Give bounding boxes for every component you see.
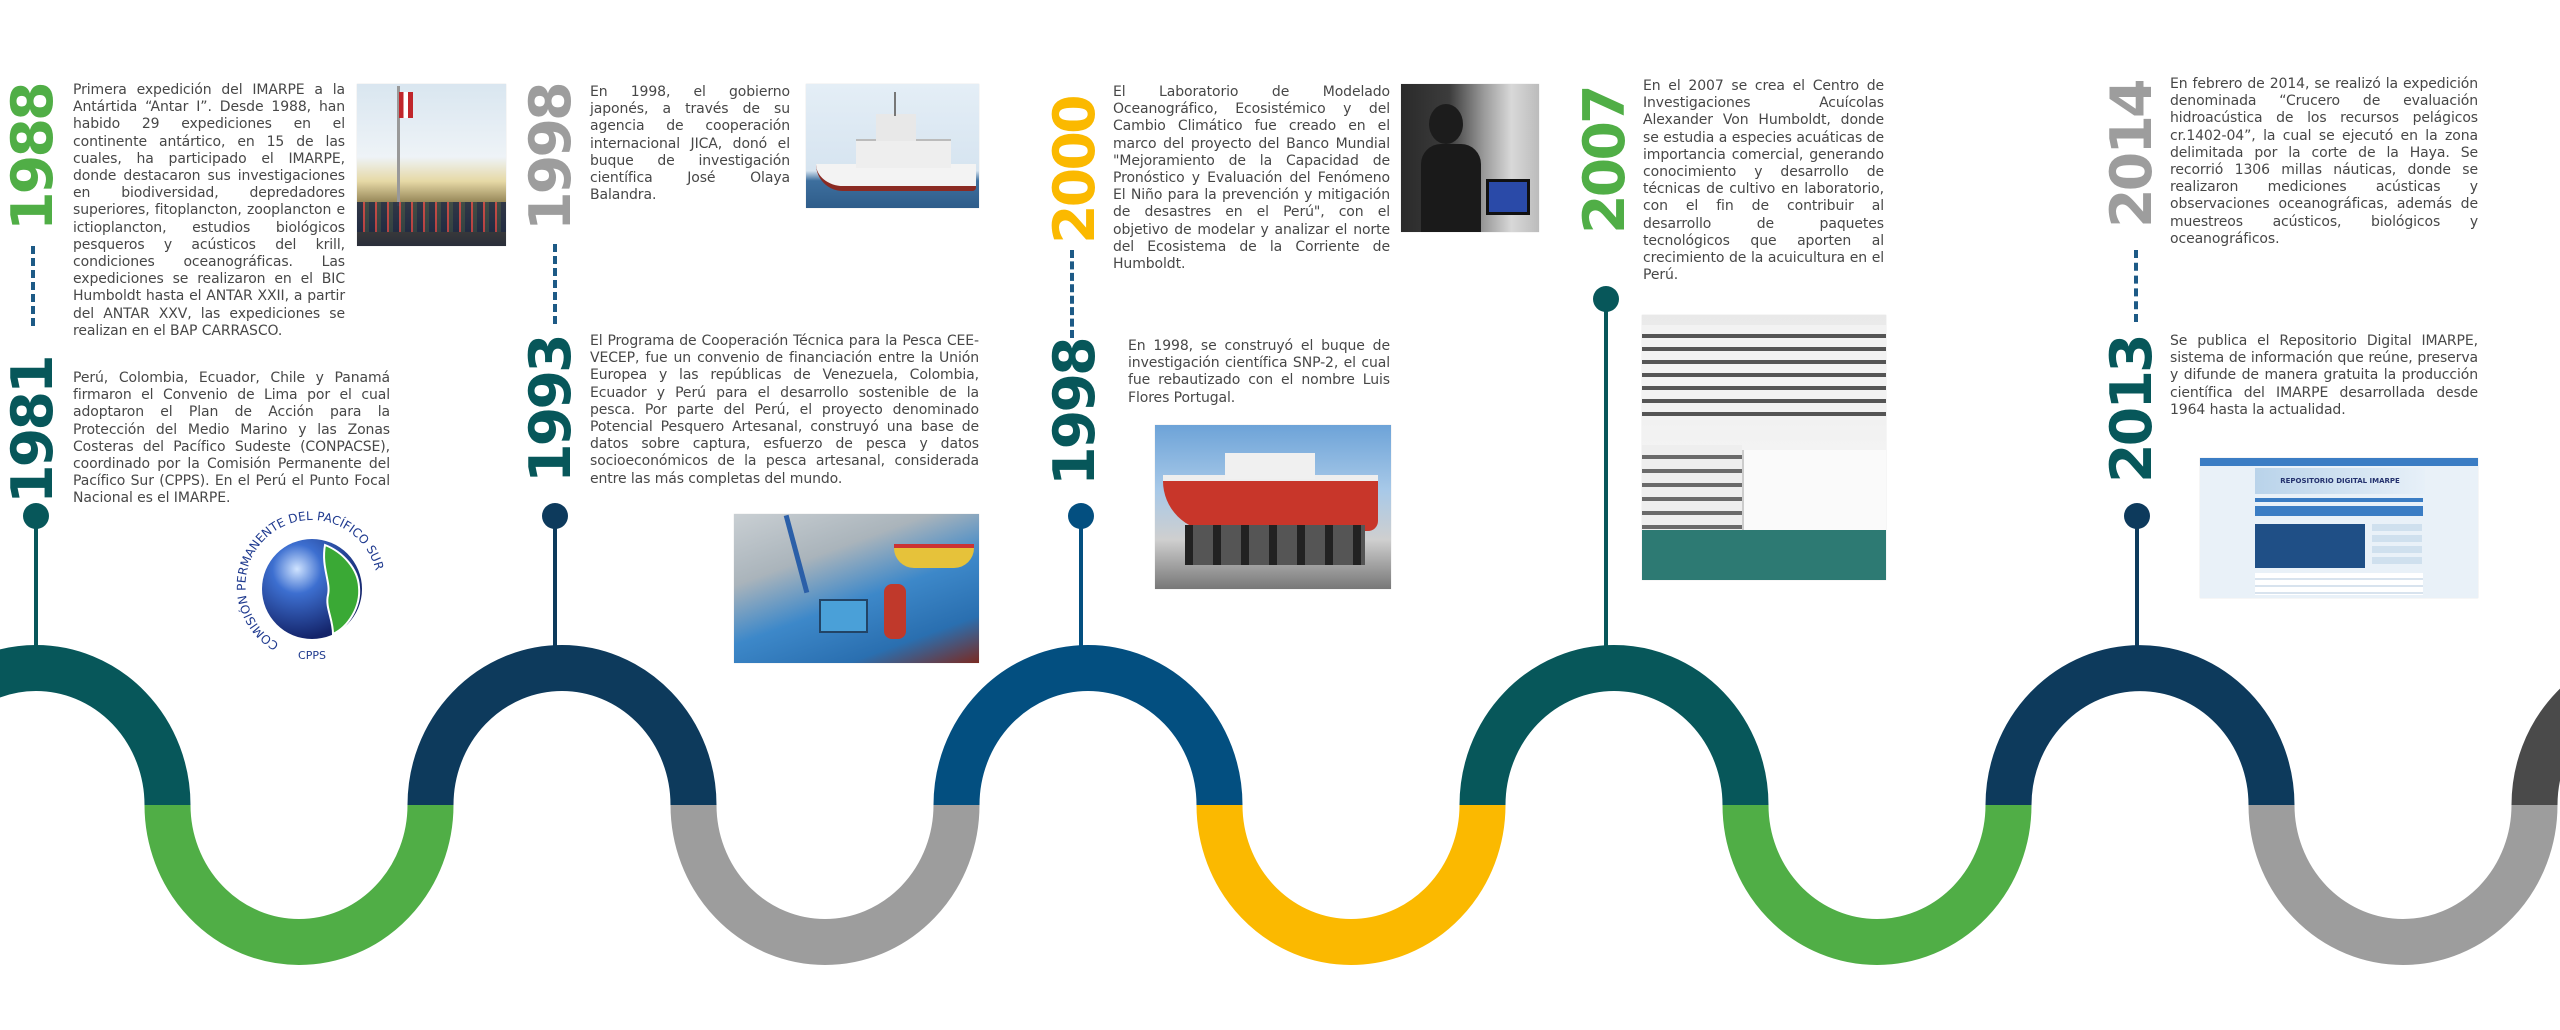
wave-bottom-arc — [2248, 804, 2558, 965]
wave-bottom-arc — [144, 804, 454, 965]
event-1988-text: Primera expedición del IMARPE a la Antár… — [73, 82, 345, 339]
year-1988: 1988 — [0, 84, 66, 232]
event-2014-text: En febrero de 2014, se realizó la expedi… — [2170, 76, 2478, 247]
event-1981-text: Perú, Colombia, Ecuador, Chile y Panamá … — [73, 370, 390, 507]
wave-bottom-arc — [1196, 804, 1506, 965]
wave-top-arc — [407, 645, 717, 806]
event-1993-text: El Programa de Cooperación Técnica para … — [590, 333, 979, 487]
modeling-lab-photo — [1401, 84, 1539, 232]
year-1998-jica: 1998 — [518, 84, 584, 232]
wave-top-arc — [0, 645, 191, 806]
snp2-ship-photo — [1155, 425, 1391, 589]
year-divider-dash — [2134, 250, 2138, 322]
aquaculture-center-photo — [1642, 315, 1886, 580]
repository-banner-text: REPOSITORIO DIGITAL IMARPE — [2280, 477, 2400, 485]
year-1998-snp2: 1998 — [1042, 339, 1108, 486]
year-2013: 2013 — [2099, 336, 2165, 484]
wave-top-arc — [1985, 645, 2295, 806]
wave-top-arc — [1459, 645, 1769, 806]
timeline-stem-2013 — [2135, 516, 2139, 650]
year-2000: 2000 — [1042, 97, 1108, 245]
timeline-stem-1998 — [1079, 516, 1083, 650]
antarctica-expedition-photo — [357, 84, 506, 246]
timeline-stem-1993 — [553, 516, 557, 650]
event-2000-text: El Laboratorio de Modelado Oceanográfico… — [1113, 84, 1390, 273]
year-divider-dash — [553, 244, 557, 324]
year-1981: 1981 — [0, 357, 66, 504]
wave-bottom-arc — [1722, 804, 2032, 965]
year-2014: 2014 — [2099, 81, 2165, 229]
digital-repository-screenshot: REPOSITORIO DIGITAL IMARPE — [2200, 458, 2478, 598]
event-1998-snp2-text: En 1998, se construyó el buque de invest… — [1128, 338, 1390, 406]
year-divider-dash — [31, 246, 35, 326]
year-divider-dash — [1070, 250, 1074, 338]
artisanal-fishing-photo — [734, 514, 979, 663]
timeline-stem-2007 — [1604, 299, 1608, 650]
year-2007: 2007 — [1572, 87, 1638, 235]
wave-bottom-arc — [670, 804, 980, 965]
cpps-logo-abbr: CPPS — [298, 649, 326, 662]
event-2007-text: En el 2007 se crea el Centro de Investig… — [1643, 78, 1884, 284]
year-1993: 1993 — [518, 336, 584, 484]
timeline-stem-1981 — [34, 516, 38, 650]
cpps-logo: COMISIÓN PERMANENTE DEL PACÍFICO SUR CPP… — [233, 507, 390, 664]
wave-top-arc — [2511, 688, 2560, 806]
event-1998-jica-text: En 1998, el gobierno japonés, a través d… — [590, 84, 790, 204]
jose-olaya-ship-photo — [806, 84, 979, 208]
event-2013-text: Se publica el Repositorio Digital IMARPE… — [2170, 333, 2478, 418]
wave-top-arc — [933, 645, 1243, 806]
